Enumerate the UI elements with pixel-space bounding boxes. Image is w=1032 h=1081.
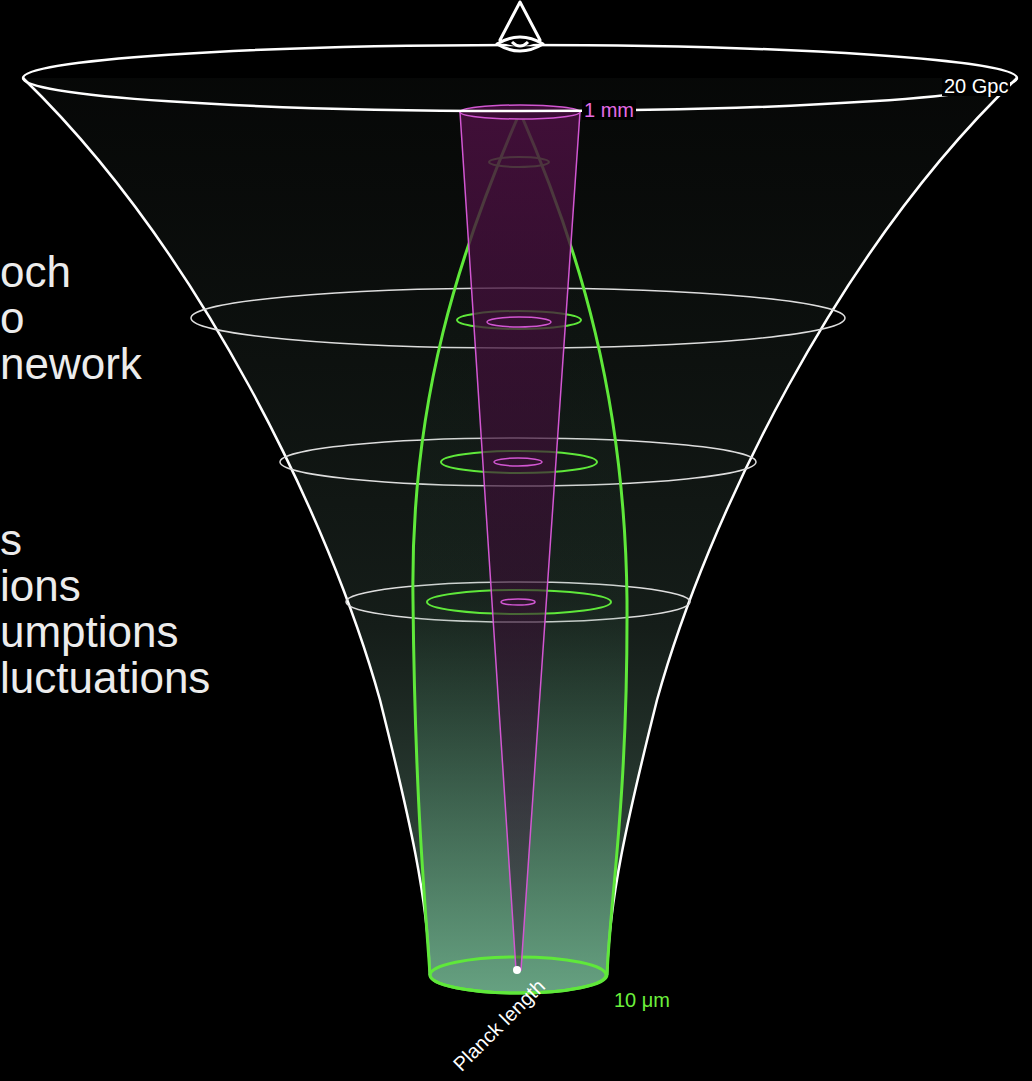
scale-label: 1 mm bbox=[582, 100, 636, 120]
eye-backdrop bbox=[474, 0, 566, 46]
pink-slice bbox=[501, 599, 535, 605]
cropped-text: nework bbox=[0, 342, 142, 386]
planck-dot bbox=[513, 966, 521, 974]
top-ellipse bbox=[23, 45, 1017, 111]
cropped-text: ions bbox=[0, 564, 81, 608]
funnel-edge bbox=[23, 78, 430, 975]
green-region bbox=[413, 112, 627, 993]
funnel-fill bbox=[23, 78, 1017, 993]
pink-slice bbox=[494, 458, 542, 466]
funnel-edge bbox=[607, 78, 1017, 975]
cropped-text: och bbox=[0, 250, 71, 294]
cropped-text: s bbox=[0, 518, 22, 562]
eye-pupil bbox=[512, 42, 528, 46]
cropped-text: umptions bbox=[0, 610, 179, 654]
pink-slice bbox=[487, 317, 551, 327]
eye-symbol bbox=[497, 2, 543, 51]
cropped-text: luctuations bbox=[0, 656, 210, 700]
scale-label: 20 Gpc bbox=[942, 76, 1010, 96]
cropped-text: o bbox=[0, 296, 24, 340]
pink-cone bbox=[460, 112, 580, 970]
scale-label: 10 μm bbox=[612, 990, 672, 1010]
